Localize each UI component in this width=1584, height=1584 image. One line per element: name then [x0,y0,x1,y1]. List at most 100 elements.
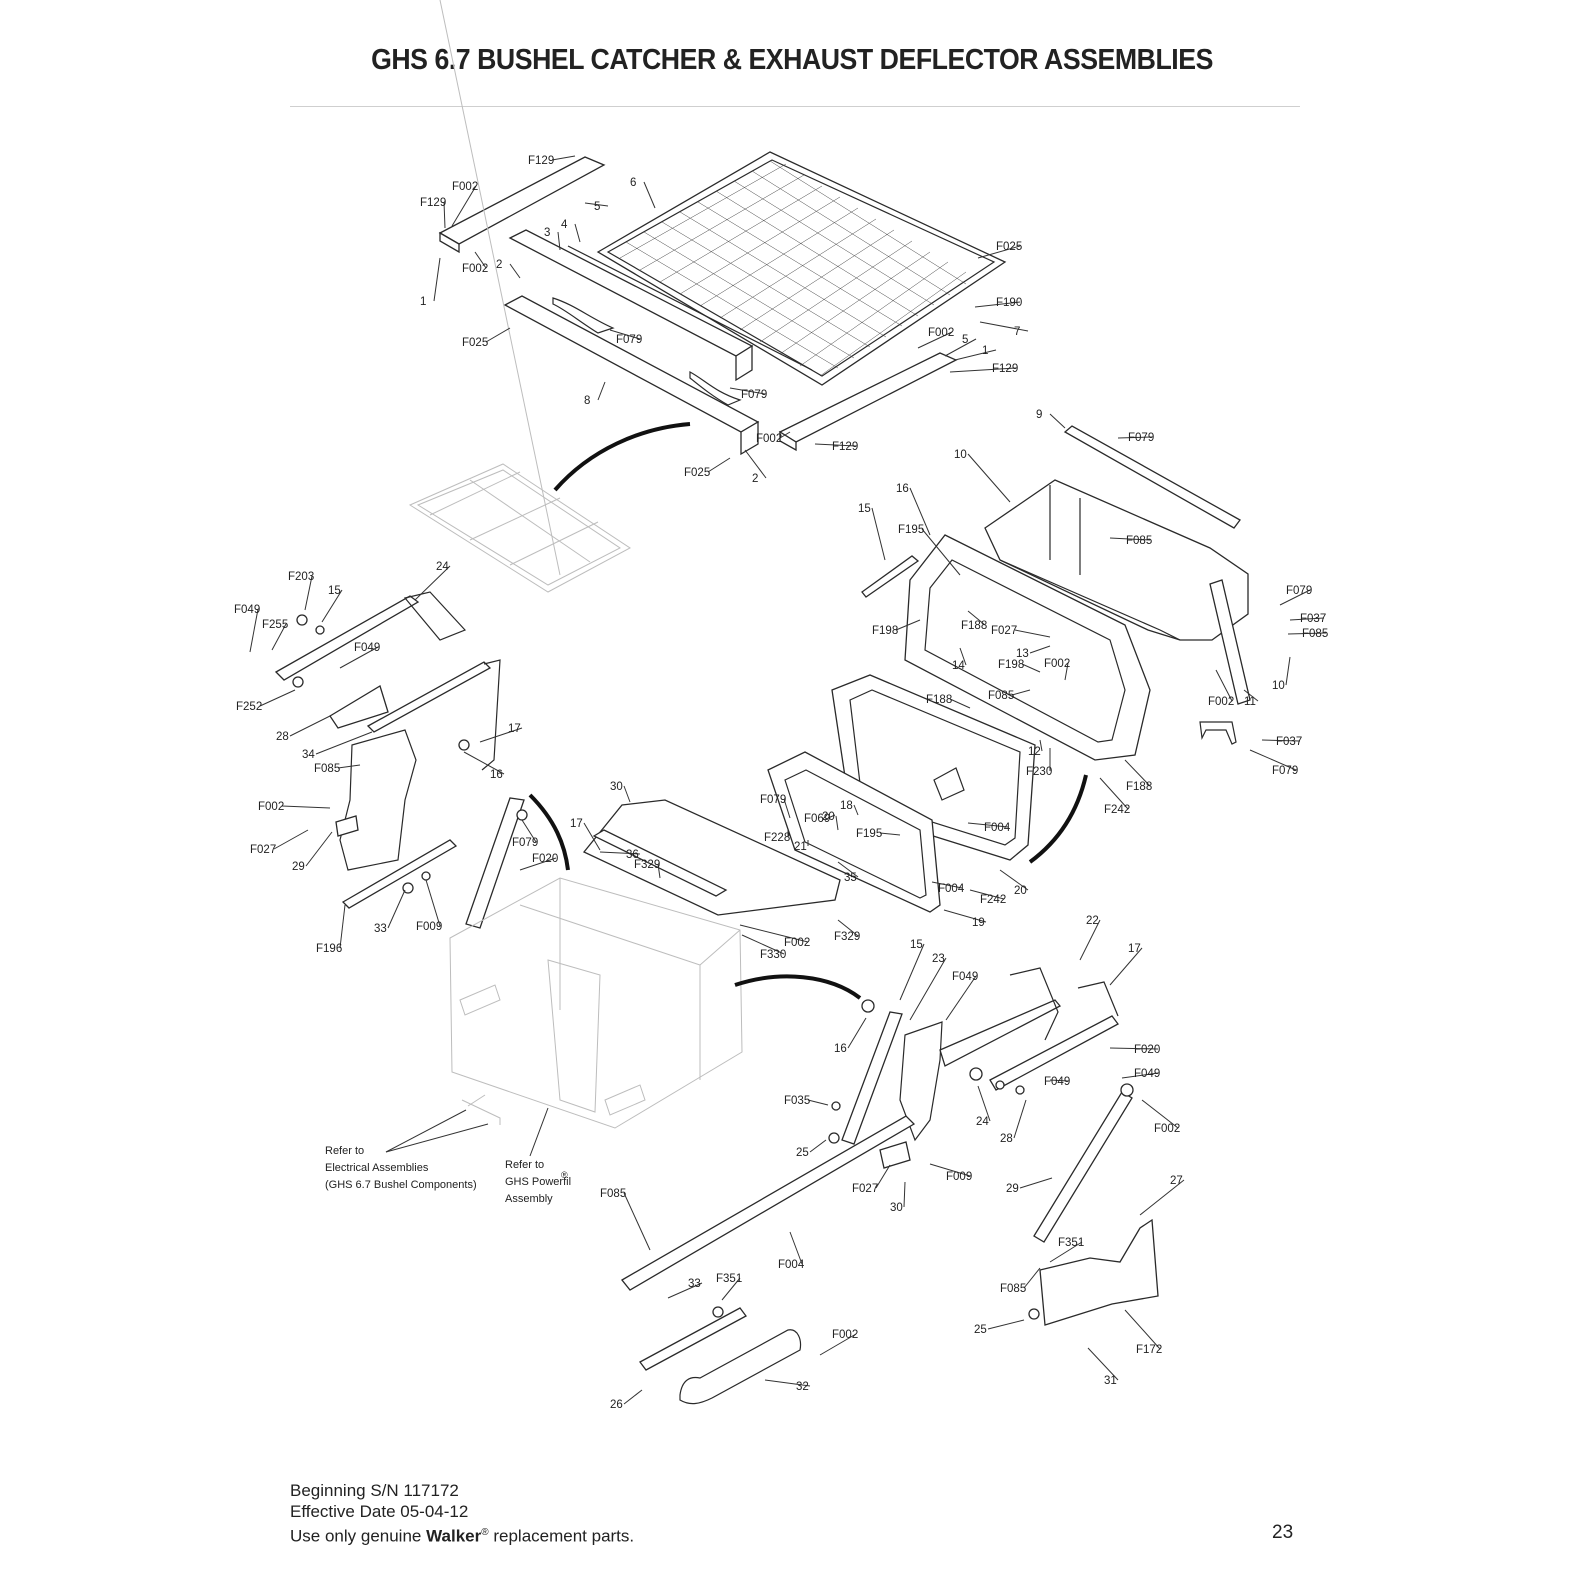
callout-leader [1287,632,1327,635]
callout-label: F002 [928,327,954,339]
callout-label: F049 [1044,1076,1070,1088]
callout-leader [739,924,809,943]
callout-leader [479,727,523,743]
callout-label: 20 [822,811,835,823]
callout-label: F252 [236,701,262,713]
strip-36 [592,829,728,897]
callout-leader [729,387,766,395]
callout-leader [909,957,947,1021]
callout-leader [871,507,886,561]
callout-leader [819,1333,857,1356]
callout-label: 15 [328,585,341,597]
callout-leader [814,443,857,447]
note-powerfil-mark: ® [561,1170,568,1180]
callout-leader [1285,656,1291,686]
callout-label: F255 [262,619,288,631]
note-electrical-line3: (GHS 6.7 Bushel Components) [325,1179,477,1191]
callout-label: 33 [688,1278,701,1290]
callout-leader [967,453,1011,503]
callout-leader [583,822,601,851]
callout-leader [339,646,379,669]
callout-leader [305,831,333,867]
plate-32 [639,1307,747,1371]
callout-label: F242 [980,894,1006,906]
callout-leader [954,349,997,361]
callout-label: F195 [898,524,924,536]
callout-label: 27 [1170,1175,1183,1187]
callout-label: 11 [1244,696,1256,708]
callout-leader [949,367,1017,373]
title-divider [290,106,1300,107]
callout-leader [1029,645,1051,654]
callout-leader [1289,617,1325,621]
callout-leader [1249,749,1297,771]
callout-label: 34 [302,749,315,761]
callout-label: 32 [796,1381,809,1393]
callout-label: F190 [996,297,1022,309]
serial-number: Beginning S/N 117172 [290,1481,459,1500]
callout-leader [1279,589,1311,606]
callout-leader [451,185,477,227]
brand-name: Walker [426,1526,482,1546]
callout-label: 12 [1028,746,1041,758]
callout-leader [967,610,986,626]
callout-label: 25 [974,1324,987,1336]
callout-leader [271,623,287,651]
left-rail-33 [341,839,458,909]
callout-leader [949,698,971,709]
side-strap [1209,579,1251,705]
callout-leader [944,338,977,357]
callout-leader [979,321,1029,332]
callout-leader [557,231,561,251]
callout-label: 26 [610,1399,623,1411]
callout-leader [623,1389,643,1405]
callout-label: F085 [600,1188,626,1200]
callout-leader [809,1139,827,1153]
callout-leader [903,1181,906,1208]
callout-leader [744,449,767,479]
callout-leader [1243,689,1259,702]
callout-leader [609,329,641,340]
callout-label: F195 [856,828,882,840]
callout-label: F329 [634,859,660,871]
callout-leader [1014,629,1051,638]
callout-label: 16 [834,1043,847,1055]
callout-leader [1109,537,1151,541]
callout-leader [597,381,606,401]
screen-panel [596,151,1007,386]
bracket-15-right [989,1015,1119,1091]
callout-leader [551,155,576,161]
callout-leader [837,919,859,937]
callout-label: 24 [436,561,449,573]
callout-leader [1049,413,1066,429]
callout-leader [387,889,406,929]
callout-label: F049 [1134,1068,1160,1080]
callout-label: F085 [1126,535,1152,547]
callout-label: 24 [976,1116,989,1128]
callout-label: F027 [250,844,276,856]
callout-leader [929,1163,971,1177]
callout-label: F198 [872,625,898,637]
exhaust-deflector-assembly [767,425,1251,913]
callout-label: F129 [420,197,446,209]
callout-label: 5 [962,334,968,346]
callout-label: 10 [1272,680,1285,692]
callout-label: F004 [938,883,965,895]
callout-leader [899,943,925,1001]
assembly-arrow-3 [528,793,570,871]
callout-label: F198 [998,659,1024,671]
callout-leader [509,263,521,279]
callout-label: 10 [954,449,967,461]
callout-label: F002 [452,181,478,193]
callout-label: F228 [764,832,790,844]
callout-leader [959,647,967,666]
callout-leader [1087,1347,1119,1381]
plate-30-right [879,1141,911,1169]
note-powerfil-line3: Assembly [505,1193,553,1205]
callout-label: F203 [288,571,314,583]
center-panels [582,799,841,916]
callout-leader [879,832,901,836]
catcher-body-ghost [449,877,743,1129]
callout-leader [721,1277,741,1301]
